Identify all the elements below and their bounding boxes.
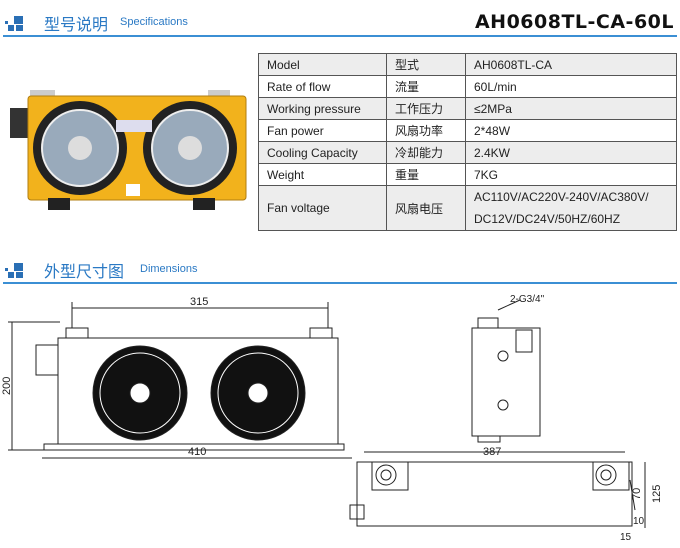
table-cell: 风扇电压 (386, 185, 466, 231)
product-photo (10, 90, 247, 210)
table-cell: AC110V/AC220V-240V/AC380V/DC12V/DC24V/50… (465, 185, 677, 231)
front-view (8, 302, 352, 459)
table-cell: Model (258, 53, 387, 76)
side-view (471, 299, 541, 443)
table-cell: 冷却能力 (386, 141, 466, 164)
divider (3, 35, 677, 37)
table-cell: 工作压力 (386, 97, 466, 120)
section-title-en: Specifications (120, 16, 188, 28)
dim-70: 70 (631, 488, 643, 500)
table-cell: AH0608TL-CA (465, 53, 677, 76)
table-cell: ≤2MPa (465, 97, 677, 120)
section-title-cn: 型号说明 (44, 17, 109, 34)
section-logo-icon (5, 263, 25, 279)
dim-387: 387 (483, 446, 501, 458)
model-title: AH0608TL-CA-60L (474, 11, 674, 33)
dim-200: 200 (1, 377, 13, 395)
table-cell: Working pressure (258, 97, 387, 120)
table-cell: Cooling Capacity (258, 141, 387, 164)
cell-line: DC12V/DC24V/50HZ/60HZ (474, 212, 621, 226)
section-title-en: Dimensions (140, 263, 198, 275)
specifications-header: 型号说明 Specifications AH0608TL-CA-60L (0, 7, 680, 37)
dim-410: 410 (188, 446, 206, 458)
top-view (349, 451, 646, 528)
dim-125: 125 (651, 485, 663, 503)
cell-line: AC110V/AC220V-240V/AC380V/ (474, 190, 649, 204)
section-title-cn: 外型尺寸图 (44, 264, 125, 281)
divider (3, 282, 677, 284)
dim-315: 315 (190, 296, 208, 308)
dim-10: 10 (633, 516, 645, 527)
section-logo-icon (5, 16, 25, 32)
dim-port: 2-G3/4" (510, 294, 545, 305)
dimensions-header: 外型尺寸图 Dimensions (0, 254, 680, 284)
table-cell: 型式 (386, 53, 466, 76)
dim-15: 15 (620, 532, 632, 543)
table-cell: Rate of flow (258, 75, 387, 98)
table-cell: Fan voltage (258, 185, 387, 231)
table-cell: 重量 (386, 163, 466, 186)
table-cell: 流量 (386, 75, 466, 98)
